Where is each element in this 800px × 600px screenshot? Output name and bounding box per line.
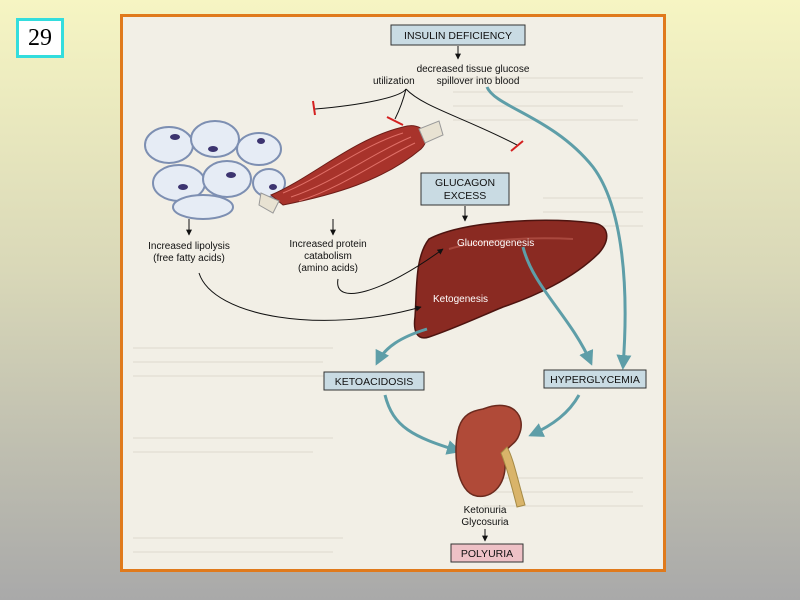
arrow-ketogenesis-to-ketoacidosis [375,327,428,366]
utilization-inhibition-lines [314,88,518,146]
diagram-frame: INSULIN DEFICIENCY decreased tissue gluc… [120,14,666,572]
slide-number: 29 [16,18,64,58]
arrow-spillover-to-hyperglycemia [485,86,632,370]
muscle-illustration [258,120,444,214]
protein-label-line3: (amino acids) [298,263,358,274]
insulin-deficiency-box: INSULIN DEFICIENCY [390,24,526,46]
ketonuria-label: Ketonuria [464,505,507,516]
lipolysis-label-line1: Increased lipolysis [148,241,230,252]
protein-label-line1: Increased protein [289,239,366,250]
polyuria-label: POLYURIA [461,548,513,560]
insulin-deficiency-label: INSULIN DEFICIENCY [404,30,512,42]
arrow-gluconeogenesis-to-hyperglycemia [521,246,594,366]
ketoacidosis-box: KETOACIDOSIS [323,371,425,391]
arrow-fatty-acids-to-ketogenesis [198,272,422,321]
glucagon-label-line1: GLUCAGON [435,177,495,189]
ketogenesis-label: Ketogenesis [433,294,488,305]
inhibition-bars [312,100,524,152]
glucagon-label-line2: EXCESS [444,190,487,202]
hyperglycemia-box: HYPERGLYCEMIA [543,369,647,389]
teal-arrows [375,86,632,455]
slide-number-text: 29 [28,24,52,51]
lipolysis-label-line2: (free fatty acids) [153,253,225,264]
decreased-tissue-glucose-label: decreased tissue glucose [417,64,530,75]
hyperglycemia-label: HYPERGLYCEMIA [550,374,640,386]
liver-illustration [413,219,608,339]
adipose-nuclei [170,134,277,190]
arrow-ketoacidosis-to-kidney [383,394,462,455]
arrow-amino-acids-to-gluconeogenesis [337,248,444,294]
adipose-tissue-illustration [144,120,286,220]
arrow-hyperglycemia-to-kidney [528,394,581,437]
kidney-illustration [455,404,526,508]
gluconeogenesis-label: Gluconeogenesis [457,238,534,249]
utilization-label: utilization [373,76,415,87]
polyuria-box: POLYURIA [450,543,524,563]
pathophysiology-diagram: INSULIN DEFICIENCY decreased tissue gluc… [133,24,647,563]
glucagon-excess-box: GLUCAGON EXCESS [420,172,510,206]
protein-label-line2: catabolism [304,251,352,262]
glycosuria-label: Glycosuria [461,517,509,528]
ketoacidosis-label: KETOACIDOSIS [335,376,414,388]
spillover-label: spillover into blood [437,76,520,87]
